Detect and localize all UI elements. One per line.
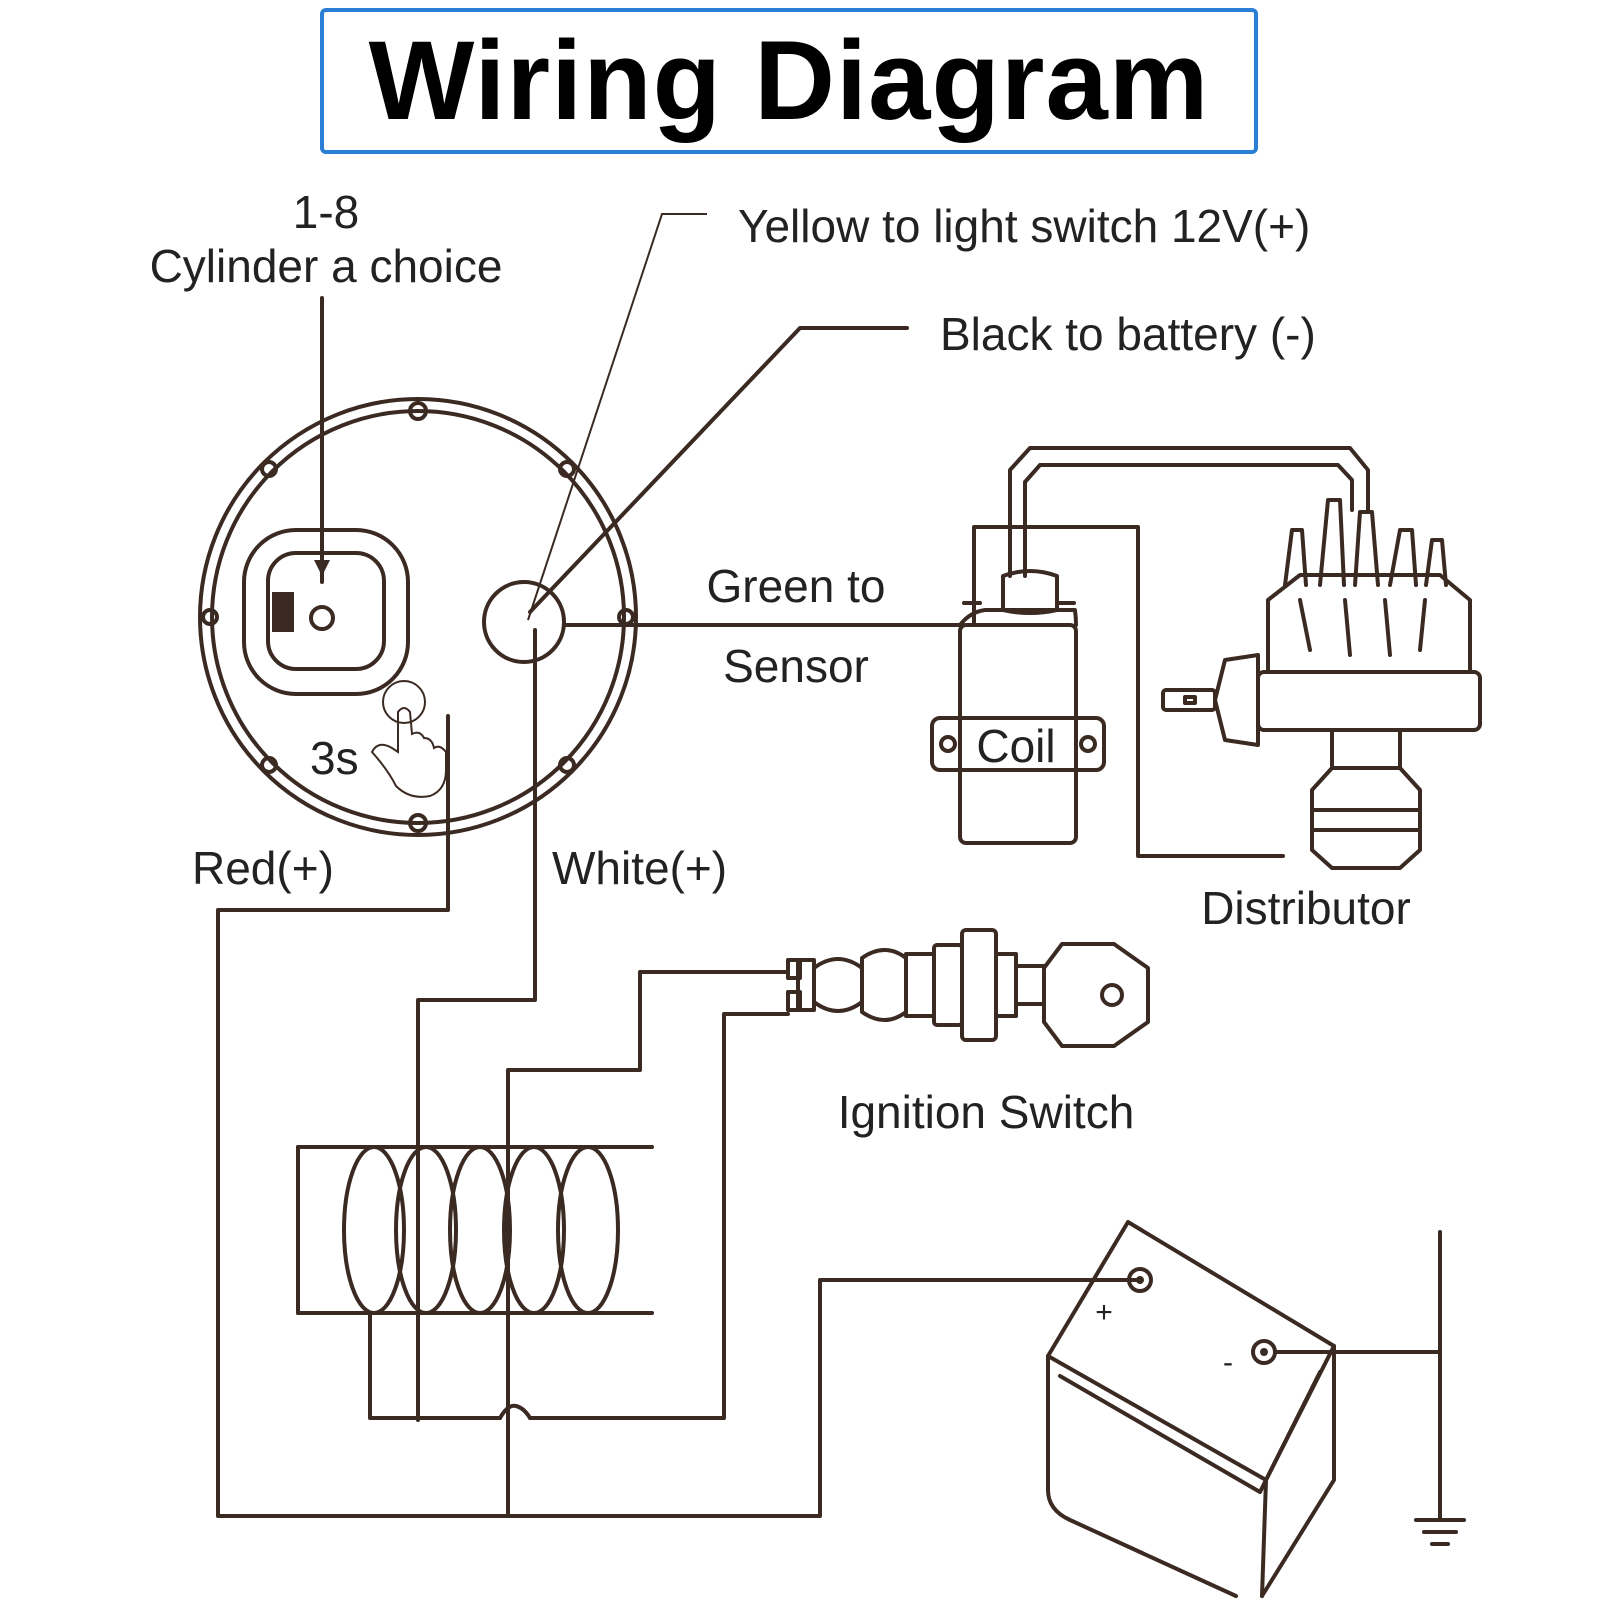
green-wire-label-line2: Sensor [723,640,869,692]
cylinder-number-label: 1-8 [293,186,359,238]
key-icon [1042,942,1150,1048]
battery-minus-label: - [1223,1346,1233,1379]
tachometer-gauge-icon [198,397,638,837]
yellow-wire-label: Yellow to light switch 12V(+) [738,200,1310,252]
pointing-hand-icon [370,680,447,798]
title-box: Wiring Diagram [320,8,1258,154]
coil-label: Coil [976,720,1055,772]
page-title: Wiring Diagram [368,18,1210,143]
black-wire-label: Black to battery (-) [940,308,1316,360]
cylinder-choice-label: Cylinder a choice [150,240,503,292]
light-coil-icon [296,1145,654,1315]
ignition-switch-icon [786,928,1046,1042]
distributor-icon [1161,498,1482,870]
battery-plus-label: + [1095,1296,1113,1329]
battery-icon [1046,1220,1336,1598]
ground-icon [1414,1518,1466,1546]
distributor-label: Distributor [1201,882,1411,934]
white-wire-label: White(+) [552,842,727,894]
green-wire-label-line1: Green to [707,560,886,612]
press-time-label: 3s [310,732,359,784]
ignition-switch-label: Ignition Switch [838,1086,1135,1138]
red-wire-label: Red(+) [192,842,334,894]
ignition-coil-icon [930,518,1106,845]
